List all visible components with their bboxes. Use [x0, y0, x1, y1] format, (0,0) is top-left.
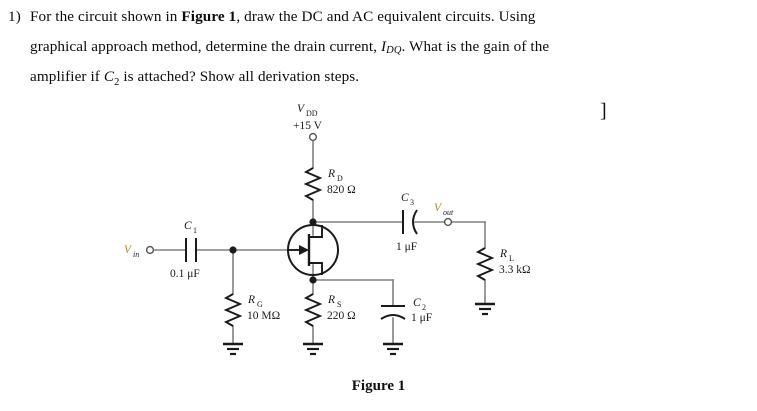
ground-c2 — [383, 342, 403, 356]
c3-value: 1 μF — [396, 241, 417, 253]
vin-label-sub: in — [133, 250, 139, 259]
transistor-drain-branch — [309, 225, 323, 238]
c2-value: 1 μF — [411, 312, 432, 324]
ground-rl — [475, 302, 495, 316]
capacitor-c1 — [185, 238, 197, 262]
c1-label-sub: 1 — [193, 226, 197, 235]
c1-label: C — [184, 220, 192, 232]
question-line-3-pre: amplifier if — [30, 68, 104, 85]
vdd-terminal — [308, 132, 318, 142]
vdd-value: +15 V — [293, 120, 323, 132]
drain-current-subscript: DQ — [386, 45, 402, 56]
rl-value: 3.3 kΩ — [499, 264, 531, 276]
vin-terminal — [145, 245, 155, 255]
question-line-2-pre: graphical approach method, determine the… — [30, 38, 381, 55]
vdd-label-sub: DD — [306, 109, 318, 118]
question-line-3: amplifier if C2 is attached? Show all de… — [30, 68, 359, 91]
c3-label: C — [401, 192, 409, 204]
c2-symbol-inline: C — [103, 68, 115, 85]
rs-label-sub: S — [337, 300, 341, 309]
junction-dot-gate — [229, 246, 237, 254]
vout-terminal — [443, 217, 453, 227]
rg-label: R — [247, 294, 255, 306]
rd-value: 820 Ω — [327, 184, 356, 196]
resistor-rg — [223, 293, 243, 327]
question-line-2-post: . What is the gain of the — [401, 38, 550, 55]
c3-label-sub: 3 — [410, 198, 414, 207]
vout-label: V — [434, 202, 443, 214]
resistor-rd — [303, 167, 323, 201]
c1-value: 0.1 μF — [170, 268, 200, 280]
junction-dot-source — [309, 276, 317, 284]
circuit-diagram: R D 820 Ω R G 10 MΩ R S 220 Ω R L 3.3 kΩ… — [0, 100, 757, 370]
resistor-rs — [303, 293, 323, 327]
rd-label-sub: D — [337, 174, 343, 183]
question-line-1-post: , draw the DC and AC equivalent circuits… — [236, 8, 536, 25]
rd-label: R — [327, 168, 335, 180]
ground-rs — [303, 342, 323, 356]
question-line-3-post: is attached? Show all derivation steps. — [119, 68, 360, 85]
resistor-rl — [475, 247, 495, 281]
vdd-label: V — [297, 103, 306, 115]
question-line-2: graphical approach method, determine the… — [30, 38, 549, 59]
figure-caption: Figure 1 — [351, 378, 406, 394]
question-number: 1) — [8, 8, 21, 25]
rl-label: R — [499, 248, 507, 260]
c2-label-sub: 2 — [422, 303, 426, 312]
rl-label-sub: L — [509, 254, 514, 263]
capacitor-c2 — [380, 305, 406, 320]
ground-rg — [223, 342, 243, 356]
rg-value: 10 MΩ — [247, 310, 280, 322]
transistor-envelope — [287, 224, 339, 276]
c2-subscript-inline: 2 — [114, 77, 120, 89]
transistor-source-branch — [309, 262, 323, 275]
figure-reference-bold: Figure 1 — [181, 8, 237, 25]
c2-label: C — [413, 297, 421, 309]
rs-label: R — [327, 294, 335, 306]
transistor-gate-arrow — [299, 245, 309, 255]
capacitor-c3 — [402, 209, 418, 235]
rg-label-sub: G — [257, 300, 263, 309]
transistor-n-channel-jfet — [287, 224, 339, 276]
junction-dot-drain — [309, 218, 317, 226]
question-line-1-pre: For the circuit shown in — [30, 8, 182, 25]
rs-value: 220 Ω — [327, 310, 356, 322]
vout-label-sub: out — [443, 208, 454, 217]
question-text-block: 1) For the circuit shown in Figure 1, dr… — [0, 0, 757, 100]
drain-current-symbol: I — [380, 38, 387, 55]
stray-bracket-character: ] — [600, 100, 607, 122]
question-line-1: For the circuit shown in Figure 1, draw … — [30, 8, 535, 25]
vin-label: V — [124, 244, 133, 256]
